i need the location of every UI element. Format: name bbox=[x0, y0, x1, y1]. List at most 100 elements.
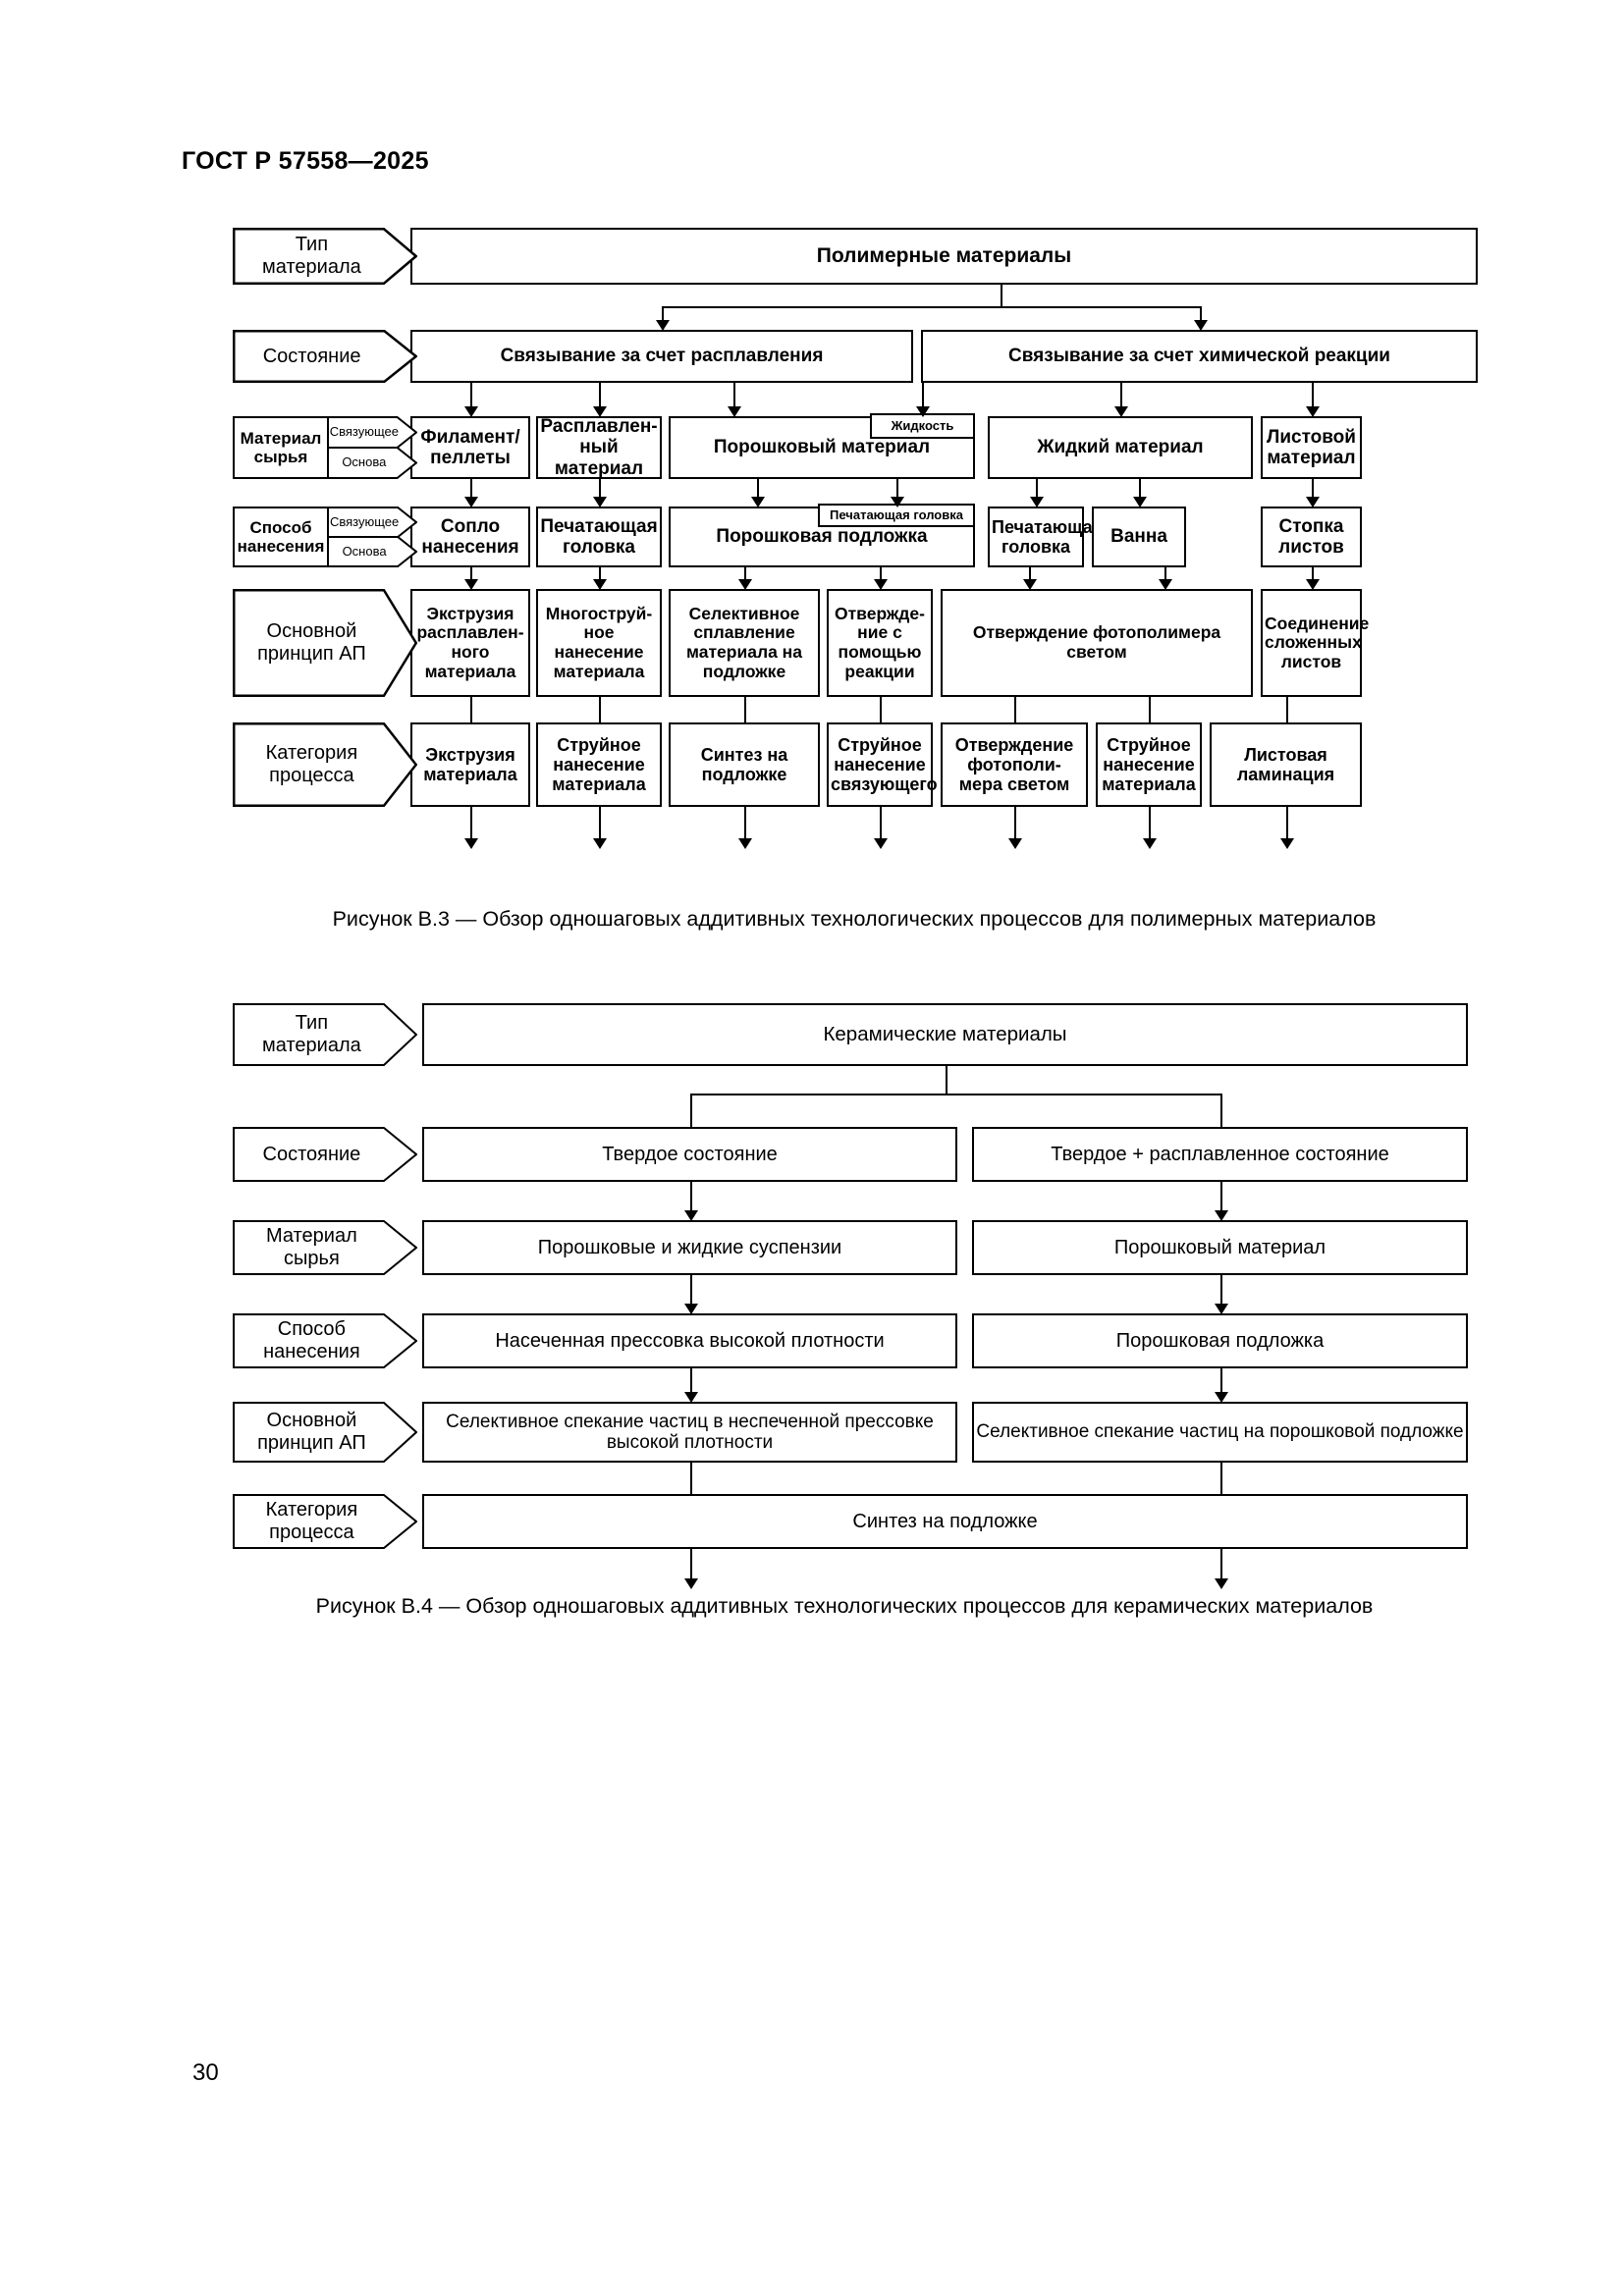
b4-connector-type-split bbox=[689, 1094, 1220, 1095]
feedstock-box-sheet[interactable]: Листовой материал bbox=[1261, 416, 1362, 479]
arrow-category-out-5-head bbox=[1143, 838, 1157, 849]
b4-deposition-box-compact[interactable]: Насеченная прессовка высокой плотности bbox=[422, 1313, 957, 1368]
b4-connector-type-down bbox=[945, 1066, 947, 1094]
b4-arrow-category-out-1 bbox=[1219, 1549, 1222, 1579]
deposition-tag-printhead-label: Печатающая головка bbox=[830, 507, 963, 522]
category-box-material-extrusion-label: Экструзия материала bbox=[423, 744, 517, 784]
b4-principle-box-powder-bed-label: Селективное спекание частиц на порошково… bbox=[976, 1421, 1464, 1443]
arrow-state-to-feedstock-r2-head bbox=[1305, 406, 1320, 417]
arrow-state-to-feedstock-0-head bbox=[464, 406, 478, 417]
deposition-box-powder-bed-label: Порошковая подложка bbox=[716, 526, 928, 548]
arrow-category-out-6-head bbox=[1279, 838, 1294, 849]
arrow-feedstock-to-deposition-4-head bbox=[1030, 497, 1044, 507]
b4-state-box-solid[interactable]: Твердое состояние bbox=[422, 1127, 957, 1182]
arrow-feedstock-to-deposition-3-head bbox=[891, 497, 904, 507]
principle-box-selective-fusion[interactable]: Селективное сплавление материала на подл… bbox=[669, 589, 820, 697]
connector-type-down bbox=[1001, 285, 1002, 306]
arrow-deposition-to-principle-0 bbox=[470, 567, 472, 580]
b4-principle-box-green-compact[interactable]: Селективное спекание частиц в неспеченно… bbox=[422, 1402, 957, 1463]
b4-state-box-solid-molten-label: Твердое + расплавленное состояние bbox=[1051, 1143, 1389, 1165]
category-box-sheet-lamination[interactable]: Листовая ламинация bbox=[1210, 722, 1362, 807]
arrow-category-out-0 bbox=[470, 807, 472, 839]
principle-box-reaction-curing[interactable]: Отвержде- ние с помощью реакции bbox=[827, 589, 933, 697]
arrow-state-to-feedstock-2 bbox=[733, 383, 735, 407]
b4-arrow-state-to-feedstock-1-head bbox=[1214, 1210, 1228, 1221]
deposition-box-sheet-stack[interactable]: Стопка листов bbox=[1261, 507, 1362, 567]
feedstock-box-liquid[interactable]: Жидкий материал bbox=[988, 416, 1253, 479]
b4-feedstock-box-powder[interactable]: Порошковый материал bbox=[972, 1220, 1468, 1275]
arrow-state-to-feedstock-r1 bbox=[1120, 383, 1122, 407]
material-type-box[interactable]: Полимерные материалы bbox=[410, 228, 1478, 285]
arrow-state-to-feedstock-2-head bbox=[728, 406, 741, 417]
arrow-deposition-to-principle-6-head bbox=[1305, 579, 1320, 590]
feedstock-box-liquid-label: Жидкий материал bbox=[1037, 437, 1204, 458]
feedstock-box-filament[interactable]: Филамент/ пеллеты bbox=[410, 416, 530, 479]
b4-category-box-powder-bed-fusion[interactable]: Синтез на подложке bbox=[422, 1494, 1468, 1549]
figure-b3-caption: Рисунок В.3 — Обзор одношаговых аддитивн… bbox=[332, 907, 1377, 931]
arrow-state-to-feedstock-r2 bbox=[1311, 383, 1314, 407]
arrow-deposition-to-principle-3 bbox=[880, 567, 882, 580]
principle-box-multijet[interactable]: Многоструй- ное нанесение материала bbox=[536, 589, 662, 697]
b4-feedstock-box-suspension[interactable]: Порошковые и жидкие суспензии bbox=[422, 1220, 957, 1275]
row-sublabel-deposition-binder-label: Связующее bbox=[329, 513, 400, 529]
deposition-box-nozzle[interactable]: Сопло нанесения bbox=[410, 507, 530, 567]
arrow-deposition-to-principle-4 bbox=[1029, 567, 1031, 580]
category-box-material-jetting-1[interactable]: Струйное нанесение материала bbox=[536, 722, 662, 807]
b4-deposition-box-powder-bed[interactable]: Порошковая подложка bbox=[972, 1313, 1468, 1368]
b4-row-label-state: Состояние bbox=[233, 1127, 417, 1182]
category-box-sheet-lamination-label: Листовая ламинация bbox=[1236, 744, 1335, 784]
b4-row-label-state-label: Состояние bbox=[262, 1143, 361, 1165]
arrow-category-out-3-head bbox=[874, 838, 888, 849]
principle-box-selective-fusion-label: Селективное сплавление материала на подл… bbox=[686, 603, 802, 681]
principle-box-photopolymer-curing[interactable]: Отверждение фотополимера светом bbox=[941, 589, 1253, 697]
arrow-state-to-feedstock-r1-head bbox=[1114, 406, 1128, 417]
deposition-box-printhead-2[interactable]: Печатающая головка bbox=[988, 507, 1103, 567]
b4-principle-box-powder-bed[interactable]: Селективное спекание частиц на порошково… bbox=[972, 1402, 1468, 1463]
b4-arrow-feedstock-to-deposition-1 bbox=[1219, 1275, 1222, 1305]
connector-principle-to-category-1 bbox=[599, 697, 601, 722]
arrow-feedstock-to-deposition-0-head bbox=[464, 497, 478, 507]
category-box-material-jetting-2[interactable]: Струйное нанесение материала bbox=[1096, 722, 1202, 807]
deposition-box-vat[interactable]: Ванна bbox=[1092, 507, 1186, 567]
arrow-deposition-to-principle-2-head bbox=[738, 579, 752, 590]
category-box-vat-photopolymerization[interactable]: Отверждение фотополи- мера светом bbox=[941, 722, 1088, 807]
feedstock-box-molten[interactable]: Расплавлен- ный материал bbox=[536, 416, 662, 479]
principle-box-extrusion-molten-label: Экструзия расплавлен- ного материала bbox=[416, 603, 524, 681]
row-sublabel-feedstock-binder-label: Связующее bbox=[329, 424, 399, 440]
category-box-binder-jetting[interactable]: Струйное нанесение связующего bbox=[827, 722, 938, 807]
b4-arrow-category-out-0 bbox=[689, 1549, 692, 1579]
row-sublabel-deposition-base-label: Основа bbox=[342, 543, 387, 559]
arrow-category-out-0-head bbox=[464, 838, 478, 849]
b4-arrow-state-to-feedstock-1 bbox=[1219, 1182, 1222, 1211]
arrow-deposition-to-principle-3-head bbox=[874, 579, 888, 590]
arrow-category-out-2 bbox=[744, 807, 746, 839]
b4-material-type-box[interactable]: Керамические материалы bbox=[422, 1003, 1468, 1066]
arrow-deposition-to-principle-5 bbox=[1164, 567, 1166, 580]
state-box-melting[interactable]: Связывание за счет расплавления bbox=[410, 330, 913, 383]
arrow-category-out-3 bbox=[880, 807, 882, 839]
b4-principle-box-green-compact-label: Селективное спекание частиц в неспеченно… bbox=[446, 1411, 934, 1453]
b4-state-box-solid-molten[interactable]: Твердое + расплавленное состояние bbox=[972, 1127, 1468, 1182]
arrow-feedstock-to-deposition-2 bbox=[757, 479, 759, 498]
arrow-deposition-to-principle-0-head bbox=[464, 579, 478, 590]
principle-box-sheet-joining[interactable]: Соединение сложенных листов bbox=[1261, 589, 1369, 697]
b4-connector-principle-to-category-0 bbox=[689, 1463, 692, 1494]
deposition-box-printhead-1-label: Печатающая головка bbox=[540, 515, 658, 558]
category-box-material-extrusion[interactable]: Экструзия материала bbox=[410, 722, 530, 807]
page-number: 30 bbox=[192, 2059, 219, 2086]
deposition-box-printhead-1[interactable]: Печатающая головка bbox=[536, 507, 662, 567]
feedstock-tag-liquid-label: Жидкость bbox=[891, 417, 954, 433]
principle-box-extrusion-molten[interactable]: Экструзия расплавлен- ного материала bbox=[410, 589, 530, 697]
state-box-chemical[interactable]: Связывание за счет химической реакции bbox=[921, 330, 1478, 383]
arrow-state-to-feedstock-0 bbox=[470, 383, 472, 407]
category-box-powder-bed-fusion[interactable]: Синтез на подложке bbox=[669, 722, 820, 807]
